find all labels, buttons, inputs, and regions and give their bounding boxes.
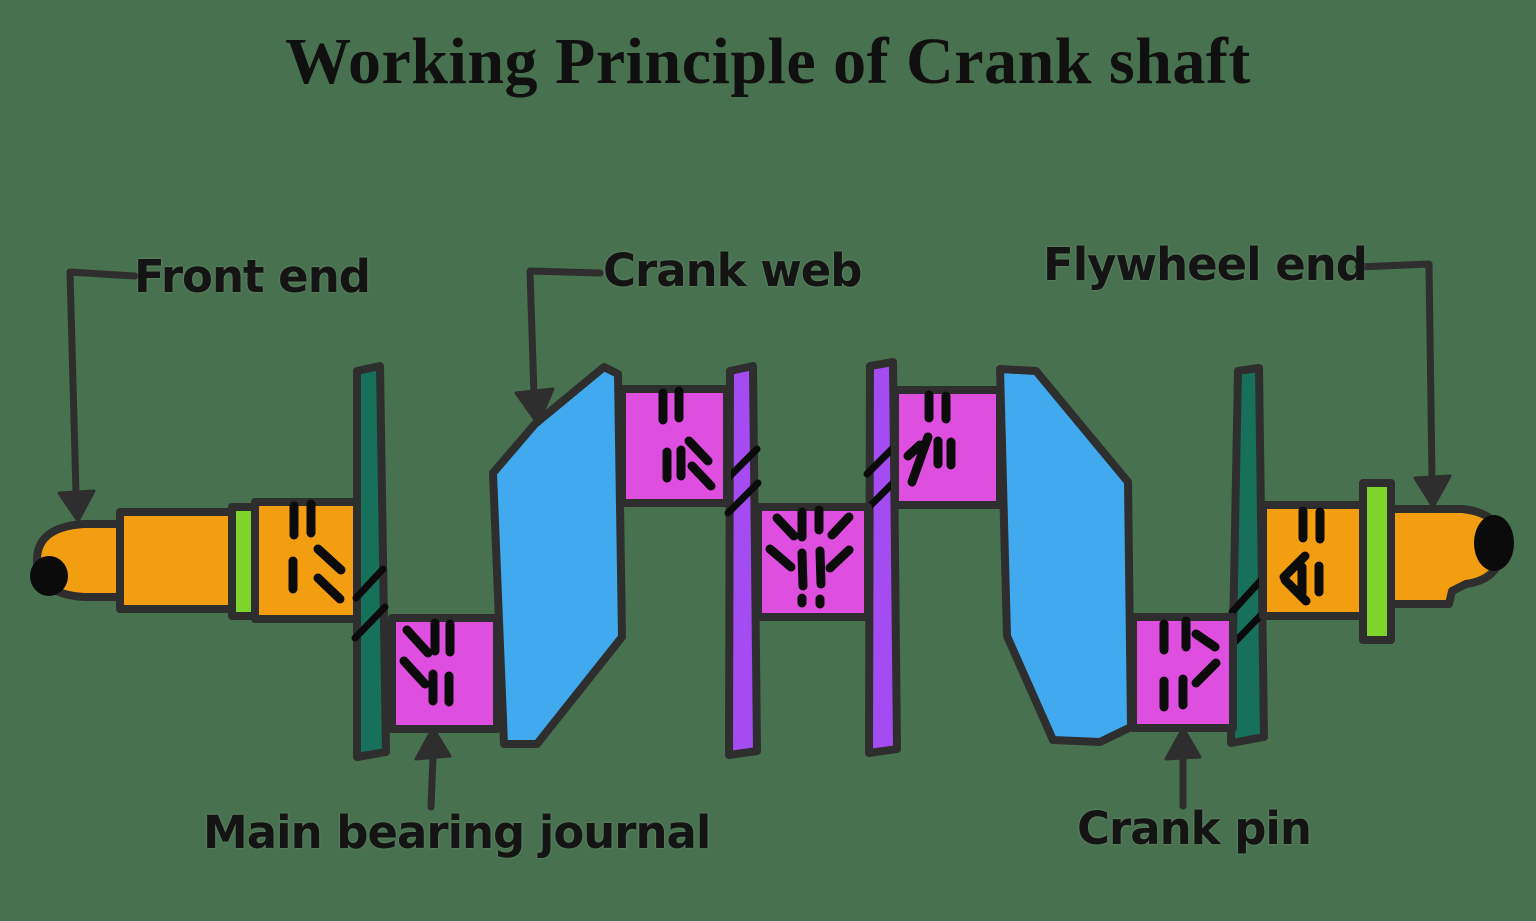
front-shaft-tip-dot [30, 556, 68, 596]
rear-journal-block [1259, 501, 1368, 620]
disc-notch-line [351, 603, 389, 642]
hatch-mark [825, 545, 854, 573]
crank-pin-label: Crank pin [1077, 802, 1312, 855]
flywheel-end-arrowhead [1413, 474, 1452, 509]
front-shaft-step [116, 508, 236, 613]
front-shaft-group [30, 498, 364, 623]
flywheel-end-leader-line [1354, 260, 1436, 483]
counterweight-discs-group [351, 358, 1268, 761]
crank-web-leader-line [526, 267, 604, 399]
front-end-arrowhead [57, 489, 96, 523]
mid-left-disc [725, 362, 761, 759]
hatch-mark [1191, 629, 1220, 652]
hatch-mark [1279, 551, 1310, 582]
disc-notch-line [724, 479, 762, 517]
hatch-mark [313, 544, 346, 575]
hatch-mark [765, 544, 796, 572]
disc-notch-line [723, 445, 761, 483]
crank-pin-2-hatch-marks [903, 390, 956, 487]
rear-journal-hatch-marks [1279, 506, 1325, 606]
journals-and-pins-group [388, 385, 1237, 733]
hatch-mark [772, 513, 799, 541]
hatch-mark [402, 625, 433, 658]
hatch-mark [684, 436, 713, 466]
page-title: Working Principle of Crank shaft [285, 25, 1251, 98]
hatch-mark [399, 656, 430, 689]
crank-web-label: Crank web [603, 244, 863, 297]
hatch-mark [907, 432, 933, 487]
hatch-mark [1280, 575, 1311, 606]
main-bearing-journal-arrowhead [414, 726, 452, 761]
crank-web-left [489, 363, 626, 748]
front-journal-hatch-marks [288, 499, 346, 604]
flywheel-shaft-end-dot [1474, 515, 1514, 571]
main-bearing-journal-label: Main bearing journal [203, 806, 711, 859]
front-disc [353, 362, 390, 761]
callout-leaders-group [57, 260, 1452, 811]
crank-web-right [996, 365, 1135, 746]
main-bearing-journal-hatch-marks [399, 618, 455, 707]
main-bearing-journal-leader-line [427, 753, 437, 811]
front-end-leader-line [66, 268, 139, 498]
hatch-mark [903, 440, 925, 461]
flywheel-flange [1359, 479, 1395, 644]
crank-webs-group [489, 363, 1135, 748]
hatch-mark [815, 546, 826, 589]
hatch-mark [313, 573, 345, 604]
disc-notch-line [352, 565, 387, 602]
flywheel-end-label: Flywheel end [1043, 238, 1368, 291]
crank-pin-1-hatch-marks [658, 386, 716, 491]
crank-web-arrowhead [514, 387, 555, 426]
center-journal-hatch-marks [765, 505, 854, 609]
hatch-mark [687, 461, 716, 491]
hatch-mark [827, 512, 854, 540]
center-journal-block [754, 503, 872, 621]
front-end-label: Front end [134, 250, 371, 303]
hatch-mark [797, 548, 808, 591]
flywheel-shaft-group [1259, 479, 1514, 644]
hatch-mark [1191, 658, 1221, 688]
crank-pin-3-hatch-marks [1159, 616, 1221, 712]
disc-notch-line [1228, 575, 1266, 616]
mid-right-disc [865, 358, 901, 757]
crank-pin-arrowhead [1164, 726, 1202, 761]
